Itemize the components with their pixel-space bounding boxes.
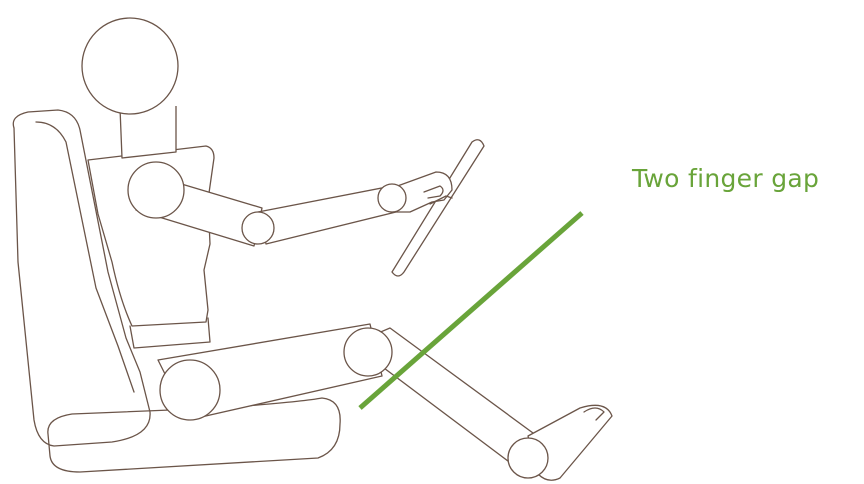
hip-joint [160, 360, 220, 420]
shoulder-joint [128, 162, 184, 218]
forearm [258, 186, 396, 244]
wrist-joint [378, 184, 406, 212]
gap-indicator-line [360, 213, 582, 408]
knee-joint [344, 328, 392, 376]
ankle-joint [508, 438, 548, 478]
head [82, 18, 178, 114]
gap-caption: Two finger gap [632, 164, 819, 193]
elbow-joint [242, 212, 274, 244]
